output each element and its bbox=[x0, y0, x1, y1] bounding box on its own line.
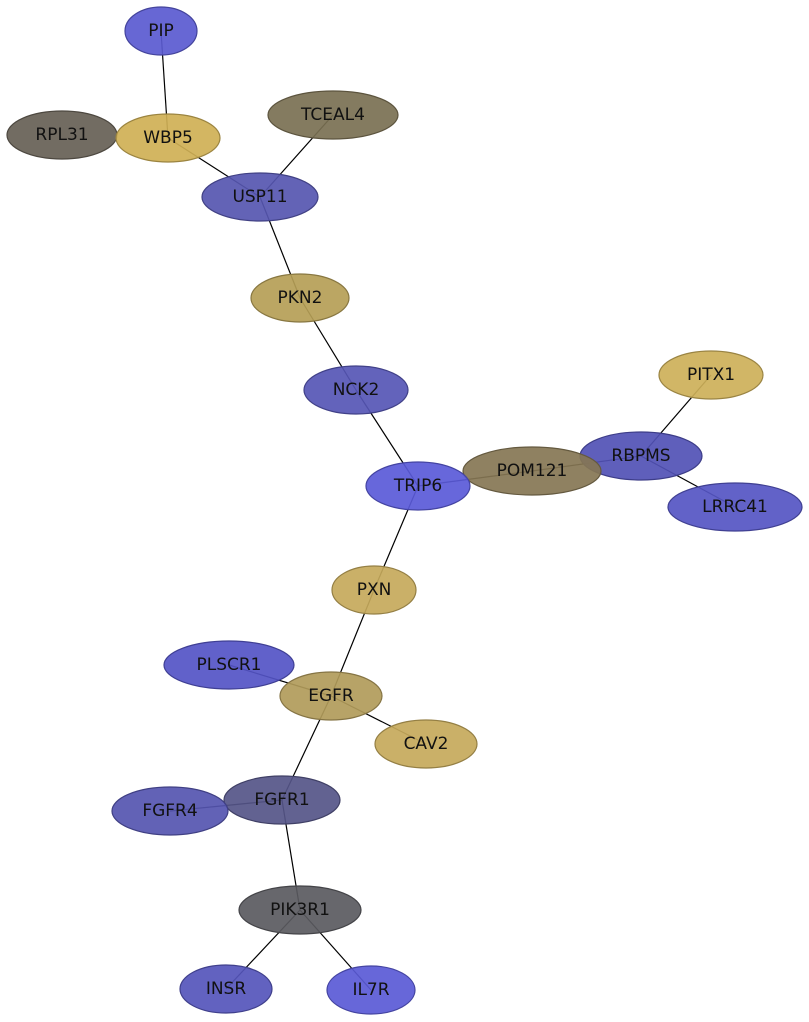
node-ellipse bbox=[223, 775, 341, 825]
node-ellipse bbox=[179, 964, 273, 1014]
node-plscr1[interactable]: PLSCR1 bbox=[163, 640, 295, 690]
node-label: INSR bbox=[206, 979, 247, 999]
node-pxn[interactable]: PXN bbox=[331, 565, 417, 615]
node-ellipse bbox=[374, 719, 478, 769]
node-label: PITX1 bbox=[687, 365, 735, 385]
node-pitx1[interactable]: PITX1 bbox=[658, 350, 764, 400]
node-fgfr4[interactable]: FGFR4 bbox=[111, 786, 229, 836]
node-label: RBPMS bbox=[611, 446, 670, 466]
node-ellipse bbox=[250, 273, 350, 323]
node-label: WBP5 bbox=[143, 128, 193, 148]
node-il7r[interactable]: IL7R bbox=[326, 965, 416, 1015]
node-label: PLSCR1 bbox=[196, 655, 261, 675]
node-insr[interactable]: INSR bbox=[179, 964, 273, 1014]
node-pkn2[interactable]: PKN2 bbox=[250, 273, 350, 323]
node-label: IL7R bbox=[352, 980, 389, 1000]
node-rpl31[interactable]: RPL31 bbox=[6, 110, 118, 160]
node-ellipse bbox=[658, 350, 764, 400]
node-ellipse bbox=[365, 461, 471, 511]
node-label: TCEAL4 bbox=[300, 105, 365, 125]
node-egfr[interactable]: EGFR bbox=[279, 671, 383, 721]
node-usp11[interactable]: USP11 bbox=[201, 172, 319, 222]
node-label: LRRC41 bbox=[702, 497, 768, 517]
node-label: POM121 bbox=[497, 461, 568, 481]
node-label: USP11 bbox=[232, 187, 287, 207]
node-label: NCK2 bbox=[333, 380, 380, 400]
node-lrrc41[interactable]: LRRC41 bbox=[667, 482, 803, 532]
node-label: TRIP6 bbox=[393, 476, 442, 496]
node-ellipse bbox=[303, 365, 409, 415]
node-tceal4[interactable]: TCEAL4 bbox=[267, 90, 399, 140]
node-ellipse bbox=[115, 113, 221, 163]
node-label: PKN2 bbox=[278, 288, 323, 308]
node-ellipse bbox=[462, 446, 602, 496]
node-pom121[interactable]: POM121 bbox=[462, 446, 602, 496]
node-label: FGFR4 bbox=[142, 801, 197, 821]
node-wbp5[interactable]: WBP5 bbox=[115, 113, 221, 163]
node-ellipse bbox=[667, 482, 803, 532]
node-pip[interactable]: PIP bbox=[124, 6, 198, 56]
node-fgfr1[interactable]: FGFR1 bbox=[223, 775, 341, 825]
node-ellipse bbox=[111, 786, 229, 836]
node-label: RPL31 bbox=[35, 125, 88, 145]
node-trip6[interactable]: TRIP6 bbox=[365, 461, 471, 511]
node-pik3r1[interactable]: PIK3R1 bbox=[238, 885, 362, 935]
node-ellipse bbox=[267, 90, 399, 140]
node-ellipse bbox=[124, 6, 198, 56]
node-ellipse bbox=[201, 172, 319, 222]
node-label: PIP bbox=[148, 21, 174, 41]
node-label: EGFR bbox=[308, 686, 354, 706]
node-cav2[interactable]: CAV2 bbox=[374, 719, 478, 769]
node-label: PXN bbox=[357, 580, 392, 600]
node-ellipse bbox=[331, 565, 417, 615]
node-label: CAV2 bbox=[404, 734, 449, 754]
node-nck2[interactable]: NCK2 bbox=[303, 365, 409, 415]
node-ellipse bbox=[326, 965, 416, 1015]
node-ellipse bbox=[279, 671, 383, 721]
node-ellipse bbox=[163, 640, 295, 690]
node-ellipse bbox=[238, 885, 362, 935]
node-label: FGFR1 bbox=[254, 790, 309, 810]
node-label: PIK3R1 bbox=[270, 900, 330, 920]
